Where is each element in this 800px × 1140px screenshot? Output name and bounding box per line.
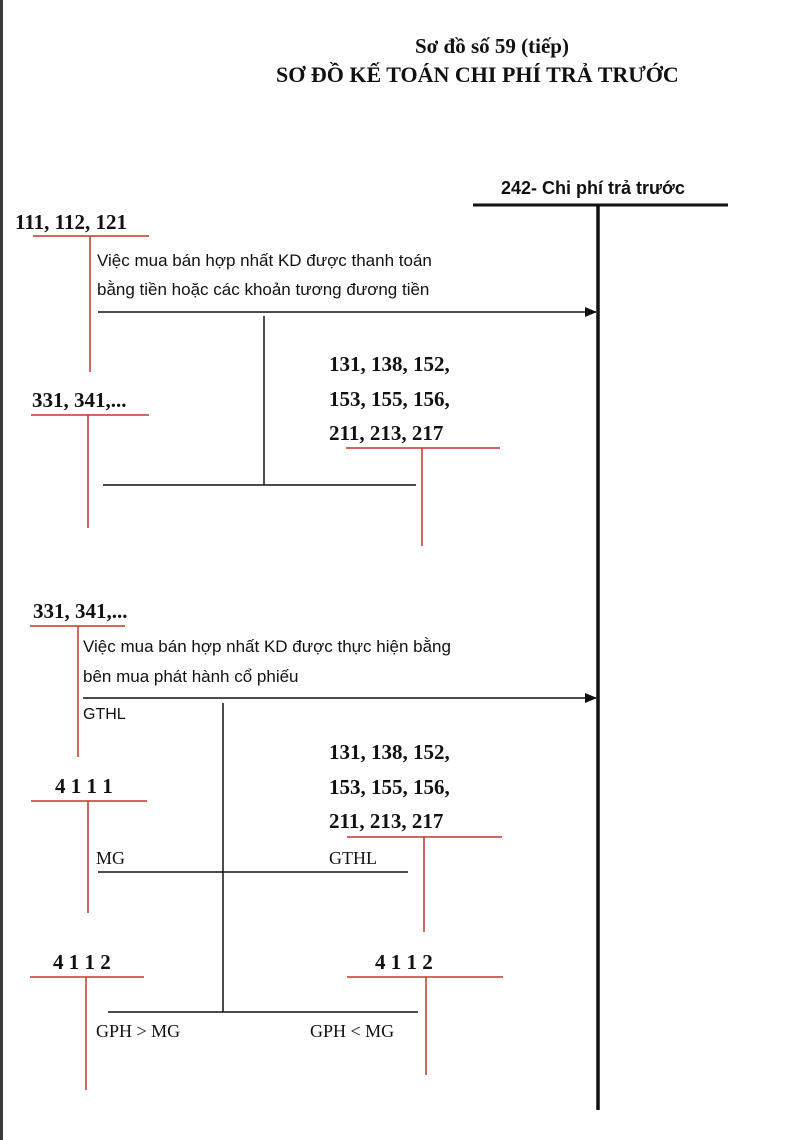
account-331-341-section2: 331, 341,... [33,599,128,623]
gthl-label-right: GTHL [329,848,377,868]
gph-less-mg-label: GPH < MG [310,1021,395,1041]
asset-accounts-line1: 131, 138, 152, [329,352,450,376]
gph-greater-mg-label: GPH > MG [96,1021,181,1041]
section1-lines [31,235,597,546]
section1-description-line1: Việc mua bán hợp nhất KD được thanh toán [97,251,432,270]
asset-accounts-line3: 211, 213, 217 [329,421,444,445]
account-4112-right: 4 1 1 2 [375,950,433,974]
asset-accounts-s2-line2: 153, 155, 156, [329,775,450,799]
diagram-subtitle: Sơ đồ số 59 (tiếp) [415,34,569,58]
account-4111: 4 1 1 1 [55,774,113,798]
asset-accounts-line2: 153, 155, 156, [329,387,450,411]
account-331-341: 331, 341,... [32,388,127,412]
asset-accounts-s2-line3: 211, 213, 217 [329,809,444,833]
diagram-title: SƠ ĐỒ KẾ TOÁN CHI PHÍ TRẢ TRƯỚC [276,62,679,87]
section2-description-line1: Việc mua bán hợp nhất KD được thực hiện … [83,637,451,656]
gthl-label-left: GTHL [83,706,126,723]
account-4112-left: 4 1 1 2 [53,950,111,974]
section2-description-line2: bên mua phát hành cổ phiếu [83,667,299,686]
account-111-112-121: 111, 112, 121 [15,210,128,234]
main-account-t-line [473,203,728,1110]
asset-accounts-s2-line1: 131, 138, 152, [329,740,450,764]
diagram-lines [30,203,728,1110]
main-account-label: 242- Chi phí trả trước [501,178,685,198]
section1-description-line2: bằng tiền hoặc các khoản tương đương tiề… [97,280,430,299]
mg-label: MG [96,848,126,868]
section2-lines [30,625,597,1090]
